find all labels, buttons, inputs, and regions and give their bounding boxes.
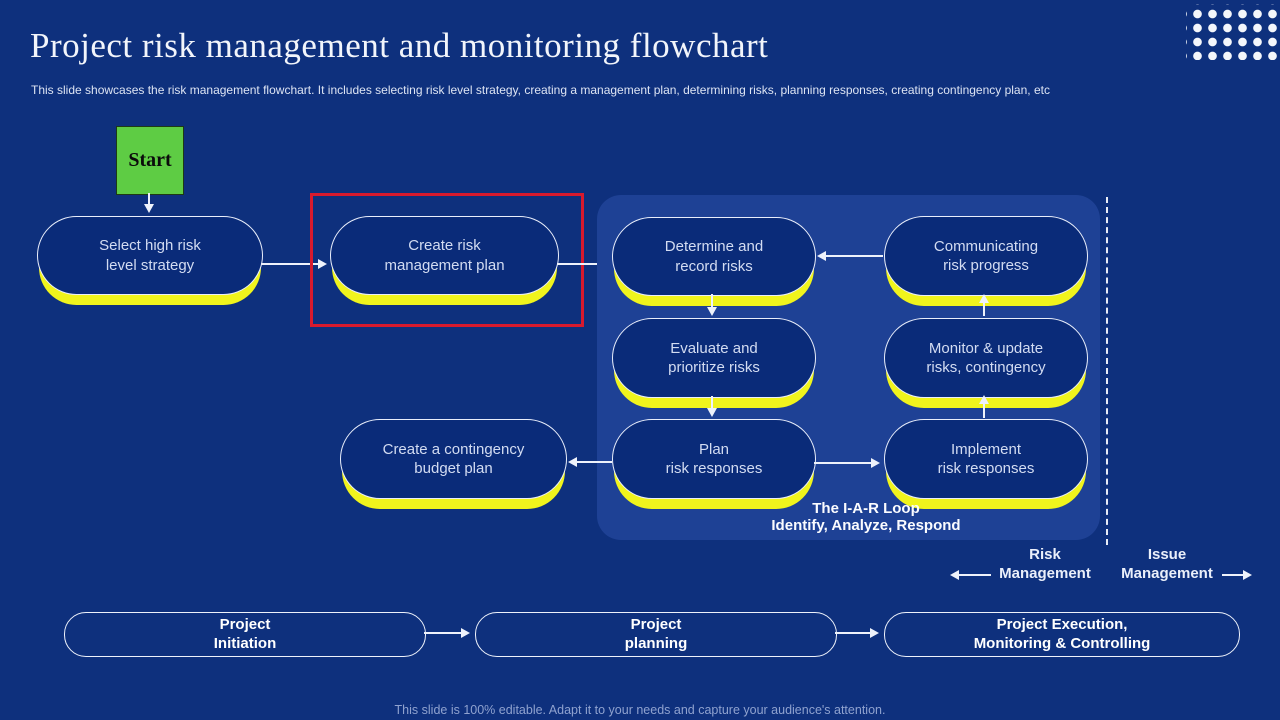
node-label-line: level strategy	[105, 256, 195, 274]
arrow-start-to-select	[144, 193, 154, 213]
arrow-risk-management-left	[950, 570, 991, 580]
risk-management-label: Risk Management	[999, 546, 1091, 582]
page-title: Project risk management and monitoring f…	[30, 26, 769, 65]
node-label-line: Communicating	[933, 237, 1039, 255]
arrow-evaluate-to-plan	[707, 396, 717, 417]
start-node-label: Start	[128, 149, 172, 171]
dot-grid-decoration	[1186, 4, 1280, 60]
phase-project-planning[interactable]: Project planning	[475, 612, 837, 657]
page-subtitle: This slide showcases the risk management…	[31, 83, 1050, 97]
node-implement-risk-responses[interactable]: Implement risk responses	[884, 419, 1088, 499]
node-label-line: Plan	[698, 440, 730, 458]
node-label-line: Select high risk	[99, 237, 201, 254]
node-label-line: budget plan	[414, 460, 493, 477]
node-label-line: Create a contingency	[382, 440, 525, 458]
iar-loop-title: The I-A-R Loop	[812, 500, 920, 517]
node-create-risk-management-plan[interactable]: Create risk management plan	[330, 216, 559, 295]
arrow-determine-to-evaluate	[707, 294, 717, 316]
node-label-line: risk responses	[937, 460, 1035, 477]
issue-management-label: Issue Management	[1121, 546, 1213, 582]
node-label-line: Evaluate and	[670, 339, 758, 357]
node-label-line: Create risk	[408, 237, 481, 254]
node-determine-record-risks[interactable]: Determine and record risks	[612, 217, 816, 296]
phase-project-execution-monitoring[interactable]: Project Execution, Monitoring & Controll…	[884, 612, 1240, 657]
node-plan-risk-responses[interactable]: Plan risk responses	[612, 419, 816, 499]
arrow-select-to-create	[261, 259, 327, 269]
arrow-issue-management-right	[1222, 570, 1252, 580]
red-highlight-box	[310, 193, 584, 327]
node-evaluate-prioritize-risks[interactable]: Evaluate and prioritize risks	[612, 318, 816, 398]
arrow-implement-to-monitor	[979, 395, 989, 418]
node-monitor-update-risks[interactable]: Monitor & update risks, contingency	[884, 318, 1088, 398]
arrow-monitor-to-communicating	[979, 294, 989, 316]
node-select-high-risk-strategy[interactable]: Select high risk level strategy	[37, 216, 263, 295]
iar-loop-subtitle: Identify, Analyze, Respond	[771, 516, 961, 534]
node-contingency-budget-plan[interactable]: Create a contingency budget plan	[340, 419, 567, 499]
arrow-initiation-to-planning	[424, 628, 470, 638]
node-label-line: risks, contingency	[926, 359, 1046, 376]
node-label-line: risk progress	[943, 257, 1029, 274]
start-node[interactable]: Start	[116, 126, 184, 195]
node-label-line: management plan	[384, 256, 505, 274]
node-label-line: Determine and	[664, 238, 764, 255]
arrow-plan-to-contingency	[568, 457, 612, 467]
risk-issue-divider-dashed-line	[1106, 197, 1108, 545]
node-label-line: Implement	[950, 440, 1022, 458]
arrow-planning-to-execution	[835, 628, 879, 638]
iar-loop-caption: The I-A-R Loop Identify, Analyze, Respon…	[716, 500, 1016, 535]
arrow-plan-to-implement	[814, 458, 880, 468]
node-label-line: record risks	[675, 257, 753, 275]
arrow-communicating-to-determine	[817, 251, 883, 261]
node-label-line: risk responses	[665, 460, 763, 477]
editable-note: This slide is 100% editable. Adapt it to…	[394, 703, 886, 717]
node-label-line: prioritize risks	[668, 359, 760, 376]
node-label-line: Monitor & update	[928, 339, 1044, 357]
node-communicating-risk-progress[interactable]: Communicating risk progress	[884, 216, 1088, 296]
phase-project-initiation[interactable]: Project Initiation	[64, 612, 426, 657]
